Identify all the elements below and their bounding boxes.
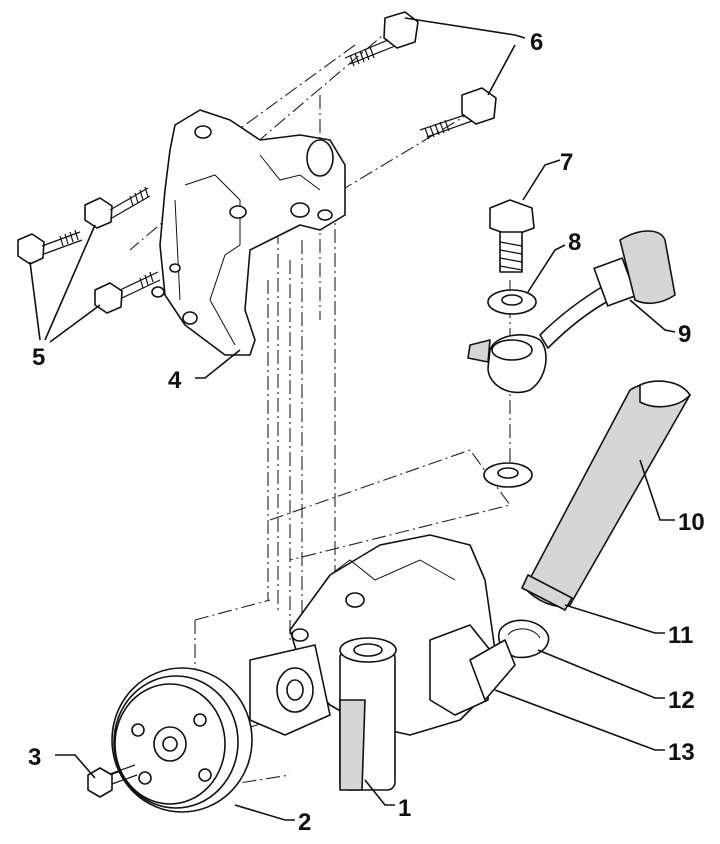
- short-bolt-c: [94, 271, 161, 314]
- long-bolt-upper: [344, 11, 419, 67]
- power-steering-pump: [249, 534, 516, 791]
- callout-5: 5: [32, 344, 45, 371]
- callout-labels: 1 2 3 4 5 6 7 8 9 10 11 12 13: [28, 29, 705, 836]
- pressure-line: [467, 230, 676, 394]
- leader-lines: [29, 17, 676, 821]
- callout-9: 9: [678, 321, 691, 348]
- seal-washer-upper: [487, 289, 537, 315]
- short-bolt-b: [84, 186, 151, 229]
- hose-clamp: [498, 619, 550, 659]
- long-bolt-lower: [419, 87, 497, 140]
- callout-10: 10: [678, 509, 705, 536]
- callout-13: 13: [668, 739, 695, 766]
- callout-12: 12: [668, 687, 695, 714]
- callout-7: 7: [560, 149, 573, 176]
- callout-1: 1: [398, 795, 411, 822]
- mounting-bracket: [151, 109, 346, 356]
- seal-washer-lower: [483, 462, 533, 488]
- callout-4: 4: [168, 367, 182, 394]
- callout-6: 6: [530, 29, 543, 56]
- pulley-bolt: [87, 764, 138, 798]
- callout-8: 8: [568, 229, 581, 256]
- pulley: [111, 667, 253, 813]
- short-bolt-a: [17, 229, 83, 265]
- banjo-bolt: [489, 199, 535, 273]
- reservoir-hose: [521, 380, 691, 611]
- callout-3: 3: [28, 744, 41, 771]
- callout-11: 11: [668, 622, 693, 649]
- callout-2: 2: [298, 809, 311, 836]
